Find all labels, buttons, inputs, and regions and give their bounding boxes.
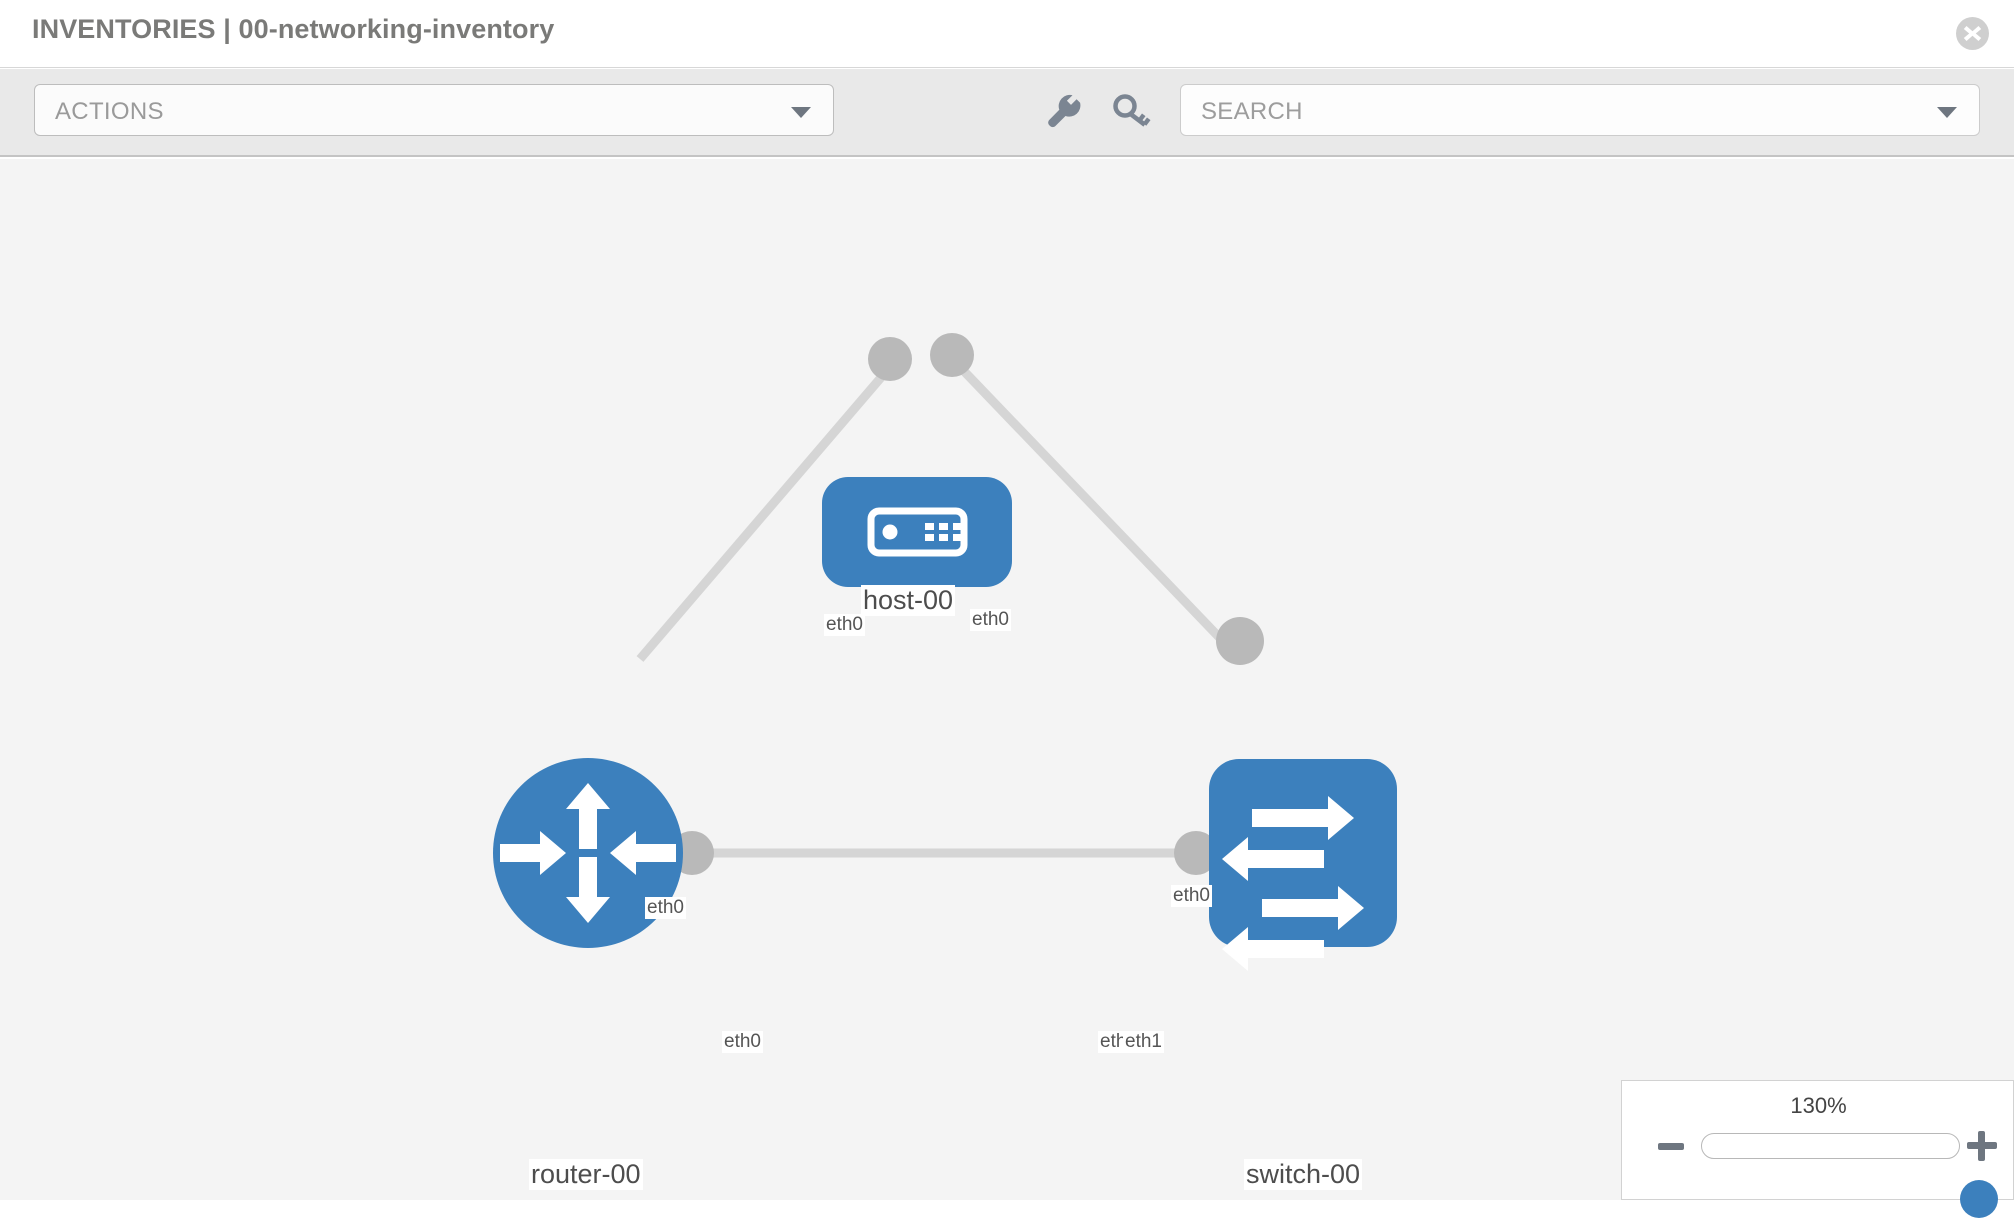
actions-dropdown-label: ACTIONS — [55, 98, 164, 125]
link-host-router — [636, 364, 894, 662]
connector-host-right — [930, 333, 974, 377]
iface-label: eth0 — [970, 609, 1011, 631]
connector-switch-left — [1174, 831, 1218, 875]
page-header: INVENTORIES | 00-networking-inventory — [0, 0, 2014, 68]
node-label-router-00: router-00 — [529, 1159, 643, 1190]
topology-canvas[interactable]: host-00 router-00 switch-00 eth0 eth0 et… — [0, 159, 2014, 1200]
wrench-button[interactable] — [1041, 90, 1085, 134]
router-arrows-icon — [500, 783, 676, 923]
link-host-switch — [956, 363, 1244, 663]
topology-graph — [493, 333, 1397, 971]
iface-label: eth0 — [722, 1031, 763, 1053]
close-icon — [1963, 26, 1982, 41]
node-switch-00[interactable] — [1209, 759, 1397, 971]
zoom-in-button[interactable] — [1967, 1131, 1997, 1161]
zoom-control: 130% — [1621, 1080, 2014, 1218]
connector-host-left — [868, 337, 912, 381]
page-title: INVENTORIES | 00-networking-inventory — [32, 14, 555, 44]
iface-label: eth1 — [1123, 1031, 1164, 1053]
wrench-icon — [1048, 94, 1081, 128]
iface-label: eth0 — [645, 897, 686, 919]
connector-switch-top — [1216, 617, 1264, 665]
actions-dropdown[interactable]: ACTIONS — [34, 84, 834, 136]
switch-arrows-icon — [1222, 796, 1364, 971]
close-button[interactable] — [1956, 17, 1989, 50]
chevron-down-icon — [791, 107, 811, 118]
server-icon — [867, 507, 968, 557]
chevron-down-icon — [1937, 107, 1957, 118]
node-label-host-00: host-00 — [861, 585, 956, 616]
key-button[interactable] — [1110, 90, 1154, 134]
search-input-placeholder: SEARCH — [1201, 98, 1303, 125]
zoom-out-button[interactable] — [1658, 1143, 1684, 1150]
iface-label: eth0 — [824, 614, 865, 636]
node-label-switch-00: switch-00 — [1244, 1159, 1363, 1190]
zoom-slider-thumb[interactable] — [1960, 1180, 1998, 1218]
node-router-00[interactable] — [493, 758, 683, 948]
key-icon — [1113, 94, 1151, 127]
node-host-00[interactable] — [822, 477, 1012, 587]
zoom-slider-track[interactable] — [1701, 1133, 1998, 1218]
search-dropdown[interactable]: SEARCH — [1180, 84, 1980, 136]
iface-label: eth0 — [1171, 885, 1212, 907]
zoom-percent-label: 130% — [1790, 1093, 1847, 1118]
